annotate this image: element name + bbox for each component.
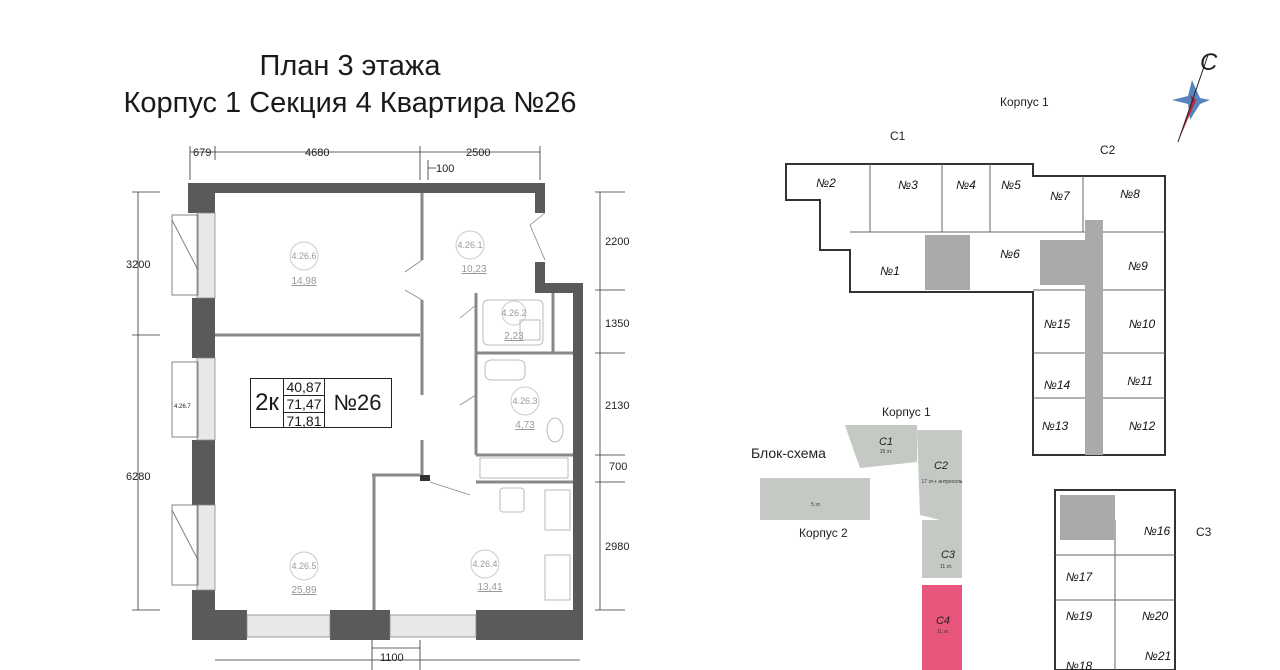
badge-full-area: 71,81 (286, 413, 322, 429)
column (420, 475, 430, 481)
room-4265-area: 25,89 (291, 585, 316, 596)
apt-2: №2 (816, 176, 836, 190)
apt-1: №1 (880, 264, 900, 278)
room-4264-id: 4.26.4 (472, 559, 497, 569)
left-dimensions (132, 191, 160, 611)
block-c3-name: C3 (941, 549, 956, 561)
apt-9: №9 (1128, 259, 1148, 273)
section-c2-label: C2 (1100, 143, 1116, 157)
outer-walls (188, 183, 583, 640)
apt-8: №8 (1120, 187, 1140, 201)
apt-12: №12 (1129, 419, 1156, 433)
apt-19: №19 (1066, 609, 1093, 623)
apt-18: №18 (1066, 659, 1093, 670)
dim-top-2500: 2500 (466, 147, 490, 159)
badge-living-area: 40,87 (284, 379, 324, 396)
apartment-numbers: №2 №3 №4 №5 №7 №8 №1 №6 №9 №15 №10 №14 №… (816, 176, 1171, 670)
badge-room-count: 2к (255, 389, 279, 416)
apt-21: №21 (1145, 649, 1171, 663)
block-c3-floors: 11 эт. (940, 564, 952, 570)
section-c3-label: C3 (1196, 525, 1212, 539)
apt-13: №13 (1042, 419, 1069, 433)
block-c2-floors: 17 эт.+ антресоль (922, 479, 963, 485)
stair-cores (925, 220, 1115, 540)
dim-right-2130: 2130 (605, 400, 629, 412)
block-shapes (760, 425, 962, 578)
compass-icon: С (1172, 49, 1218, 143)
dim-top-679: 679 (193, 147, 211, 159)
apt-10: №10 (1129, 317, 1156, 331)
dim-left-6280: 6280 (126, 471, 150, 483)
room-4267-label: 4.26.7 (174, 404, 191, 410)
apt-15: №15 (1044, 317, 1071, 331)
apt-14: №14 (1044, 378, 1071, 392)
plan-title: План 3 этажа (259, 50, 441, 82)
windows (196, 212, 477, 638)
top-dimensions (189, 146, 541, 180)
block-c4-name: C4 (936, 615, 950, 627)
block-corpus2-floors: 5 эт. (811, 502, 821, 508)
block-c1-name: C1 (879, 436, 893, 448)
block-corpus1-label: Корпус 1 (882, 405, 931, 419)
svg-text:С: С (1200, 49, 1218, 76)
dim-right-1350: 1350 (605, 318, 629, 330)
apt-16: №16 (1144, 524, 1171, 538)
dim-bottom-1100: 1100 (380, 652, 404, 664)
dim-right-2200: 2200 (605, 236, 629, 248)
room-4261-id: 4.26.1 (457, 240, 482, 250)
dim-left-3200: 3200 (126, 259, 150, 271)
interior-walls (215, 193, 573, 610)
right-dimensions (595, 191, 625, 611)
block-scheme-title: Блок-схема (751, 445, 826, 461)
badge-total-area: 71,47 (284, 396, 324, 413)
badge-areas: 40,87 71,47 71,81 (283, 379, 325, 429)
balconies (171, 214, 199, 586)
fixtures (479, 299, 571, 601)
dim-top-100: 100 (436, 163, 454, 175)
room-4261-area: 10,23 (461, 264, 486, 275)
apt-4: №4 (956, 178, 976, 192)
doors (404, 212, 546, 496)
block-c4-highlight (922, 585, 962, 670)
block-c2-name: C2 (934, 460, 948, 472)
apt-17: №17 (1066, 570, 1094, 584)
room-4263-id: 4.26.3 (512, 396, 537, 406)
dim-right-2980: 2980 (605, 541, 629, 553)
block-c4-floors: 11 эт. (937, 629, 949, 635)
apt-5: №5 (1001, 178, 1021, 192)
room-4264-area: 13,41 (477, 582, 502, 593)
room-4262-id: 4.26.2 (501, 308, 526, 318)
room-4265-id: 4.26.5 (291, 561, 316, 571)
block-corpus2-label: Корпус 2 (799, 526, 848, 540)
plan-subtitle: Корпус 1 Секция 4 Квартира №26 (123, 87, 577, 119)
bottom-dimensions (215, 640, 580, 670)
room-4266-id: 4.26.6 (291, 251, 316, 261)
apt-6: №6 (1000, 247, 1020, 261)
apt-3: №3 (898, 178, 918, 192)
room-4263-area: 4,73 (515, 420, 535, 431)
apt-20: №20 (1142, 609, 1169, 623)
apt-11: №11 (1127, 374, 1152, 388)
map-corpus-label: Корпус 1 (1000, 95, 1049, 109)
badge-apartment-number: №26 (333, 390, 382, 415)
room-4266-area: 14,98 (291, 276, 316, 287)
room-labels: 4.26.6 14,98 4.26.1 10,23 4.26.2 2,23 4.… (289, 230, 540, 596)
apt-7: №7 (1050, 189, 1071, 203)
room-4262-area: 2,23 (504, 331, 524, 342)
section-c1-label: C1 (890, 129, 906, 143)
apartment-badge: 2к 40,87 71,47 71,81 №26 (250, 378, 392, 429)
building-outline (785, 163, 1176, 670)
dim-top-4680: 4680 (305, 147, 329, 159)
block-c1-floors: 15 эт. (880, 449, 893, 455)
dim-right-700: 700 (609, 461, 627, 473)
